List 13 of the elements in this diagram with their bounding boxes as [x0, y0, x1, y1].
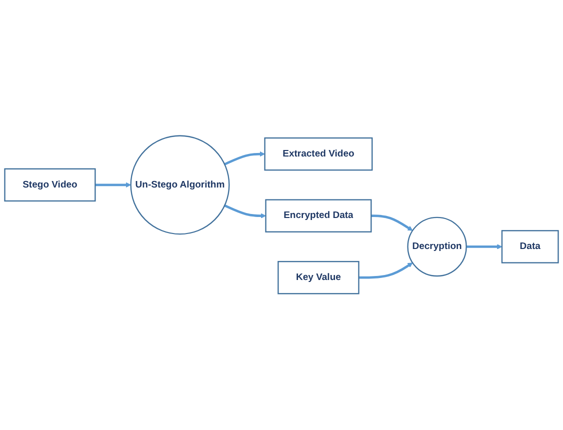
arrow	[371, 214, 413, 232]
arrow	[224, 152, 266, 166]
arrow	[358, 262, 413, 280]
arrow	[224, 204, 266, 219]
node-box: Key Value	[278, 261, 360, 295]
arrow	[466, 244, 502, 250]
node-circle: Un-Stego Algorithm	[130, 135, 230, 235]
node-box: Extracted Video	[264, 138, 373, 171]
arrow	[95, 182, 132, 188]
node-box: Encrypted Data	[265, 199, 372, 233]
node-box: Stego Video	[4, 168, 96, 202]
node-box: Data	[501, 230, 559, 264]
node-circle: Decryption	[407, 217, 467, 277]
